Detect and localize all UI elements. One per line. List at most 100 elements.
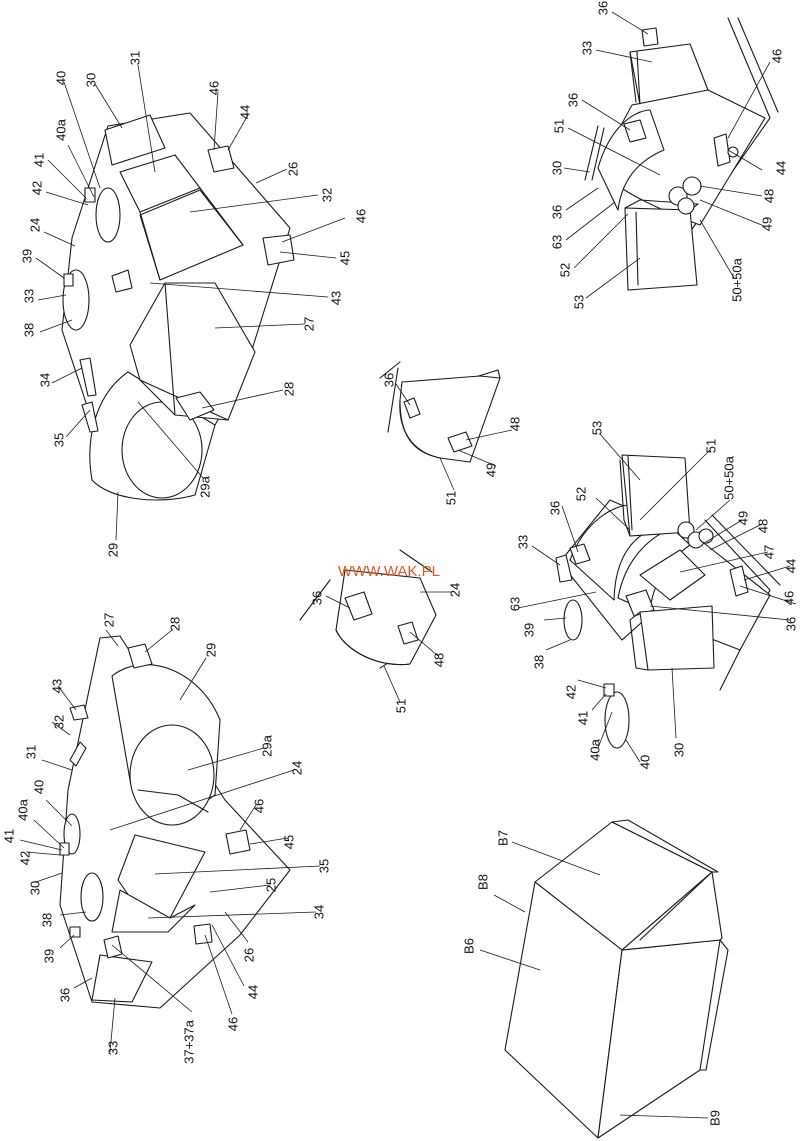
- v1-label-46b: 46: [353, 209, 368, 223]
- v4-label-51: 51: [443, 491, 458, 505]
- v2-label-29a: 29a: [259, 734, 274, 756]
- view1-step-34: [79, 357, 97, 397]
- v1-label-46a: 46: [206, 81, 221, 95]
- view5-box-36: [344, 591, 373, 621]
- v6-label-36b: 36: [783, 617, 798, 631]
- view6-part-33: [555, 554, 573, 583]
- v6-label-47: 47: [761, 545, 776, 559]
- v6-label-46: 46: [781, 591, 796, 605]
- v2-label-46b: 46: [251, 799, 266, 813]
- v7-label-b7: B7: [495, 830, 510, 846]
- v2-label-44: 44: [245, 985, 260, 999]
- view4-callouts: 36 51 49 48: [381, 373, 522, 505]
- view3-rim: [584, 125, 605, 181]
- v2-label-31: 31: [23, 745, 38, 759]
- view3-box-44: [713, 133, 731, 167]
- v3-label-53: 53: [571, 295, 586, 309]
- view7-edge-inner: [639, 871, 729, 1071]
- v1-label-39: 39: [19, 249, 34, 263]
- v2-label-45: 45: [281, 835, 296, 849]
- v2-label-27: 27: [101, 613, 116, 627]
- v2-label-25: 25: [263, 878, 278, 892]
- v1-label-45: 45: [337, 251, 352, 265]
- v1-label-38: 38: [21, 323, 36, 337]
- v3-label-33: 33: [579, 41, 594, 55]
- view6-callouts: 53 52 36 33 51 50+50a 49 48 47 63 39 38 …: [507, 421, 798, 769]
- v2-label-30: 30: [27, 881, 42, 895]
- view6-assembly: 53 52 36 33 51 50+50a 49 48 47 63 39 38 …: [507, 421, 798, 769]
- view3-leader-lines: [563, 11, 771, 299]
- v2-label-39: 39: [41, 949, 56, 963]
- v2-label-40: 40: [31, 780, 46, 794]
- v4-label-36: 36: [381, 373, 396, 387]
- v6-label-53: 53: [589, 421, 604, 435]
- v2-label-32: 32: [51, 715, 66, 729]
- v2-label-35: 35: [316, 859, 331, 873]
- v2-label-37-37a: 37+37a: [181, 1019, 196, 1064]
- v3-label-36b: 36: [565, 93, 580, 107]
- v3-label-49: 49: [759, 217, 774, 231]
- view6-hatch-40: [604, 691, 630, 749]
- view3-box-36: [623, 119, 647, 143]
- view5-leader-lines: [325, 591, 452, 703]
- view1-part-45: [262, 234, 295, 266]
- v6-label-33: 33: [515, 535, 530, 549]
- v2-label-29: 29: [203, 643, 218, 657]
- view3-assembly: 36 33 36 51 30 36 63 52 53 50+50a 49 48 …: [549, 1, 788, 309]
- view1-step-35: [81, 401, 99, 433]
- view5-assembly: 36 51 48 24: [299, 549, 462, 713]
- view2-part-46b: [193, 923, 213, 945]
- view2-box-34: [111, 889, 196, 933]
- v6-label-50-50a: 50+50a: [721, 455, 736, 500]
- v6-label-48: 48: [755, 519, 770, 533]
- v5-label-36: 36: [309, 591, 324, 605]
- v1-label-28: 28: [281, 382, 296, 396]
- view6-leader-lines: [517, 433, 797, 763]
- v6-label-39: 39: [521, 623, 536, 637]
- view1-part-41: [84, 187, 96, 203]
- v1-label-41: 41: [31, 153, 46, 167]
- v6-label-51: 51: [703, 439, 718, 453]
- view6-drum-c: [698, 528, 714, 544]
- v2-label-38: 38: [39, 913, 54, 927]
- v1-label-43: 43: [328, 291, 343, 305]
- v1-label-29: 29: [105, 543, 120, 557]
- v5-label-51: 51: [393, 699, 408, 713]
- v7-label-b8: B8: [475, 874, 490, 890]
- v3-label-44: 44: [773, 161, 788, 175]
- view2-part-46a: [225, 829, 251, 855]
- watermark-text: WWW.WAK.PL: [338, 563, 440, 580]
- view2-callouts: 27 28 29 43 32 31 40 40a 41 42 30 38 39 …: [1, 613, 331, 1064]
- v6-label-42: 42: [563, 685, 578, 699]
- v7-label-b6: B6: [461, 938, 476, 954]
- view1-box-27: [129, 282, 256, 421]
- view7-assembly: B7 B8 B6 B9: [461, 819, 729, 1139]
- view3-drum-c: [677, 197, 695, 215]
- view6-box-30: [639, 605, 715, 671]
- view7-callouts: B7 B8 B6 B9: [461, 830, 722, 1126]
- v3-label-36a: 36: [595, 1, 610, 15]
- view6-outer-wall: [704, 514, 781, 691]
- v2-label-34: 34: [311, 905, 326, 919]
- v1-label-35: 35: [51, 433, 66, 447]
- v4-label-48: 48: [507, 417, 522, 431]
- v5-label-48: 48: [431, 653, 446, 667]
- v3-label-30: 30: [549, 161, 564, 175]
- view1-hatch-40: [95, 187, 121, 243]
- v3-label-36c: 36: [549, 205, 564, 219]
- view2-leader-lines: [19, 629, 321, 1053]
- v1-label-34: 34: [37, 373, 52, 387]
- view6-box-53-edge: [619, 455, 633, 537]
- v4-label-49: 49: [483, 463, 498, 477]
- view4-assembly: 36 51 49 48: [379, 361, 522, 505]
- view2-box-28: [127, 643, 153, 669]
- v1-label-44: 44: [237, 105, 252, 119]
- v1-label-33: 33: [21, 289, 36, 303]
- view6-hatch-38: [563, 599, 583, 641]
- v6-label-63: 63: [507, 597, 522, 611]
- v2-label-46a: 46: [225, 1017, 240, 1031]
- view5-callouts: 36 51 48 24: [309, 583, 462, 713]
- view6-box-36b: [625, 589, 655, 617]
